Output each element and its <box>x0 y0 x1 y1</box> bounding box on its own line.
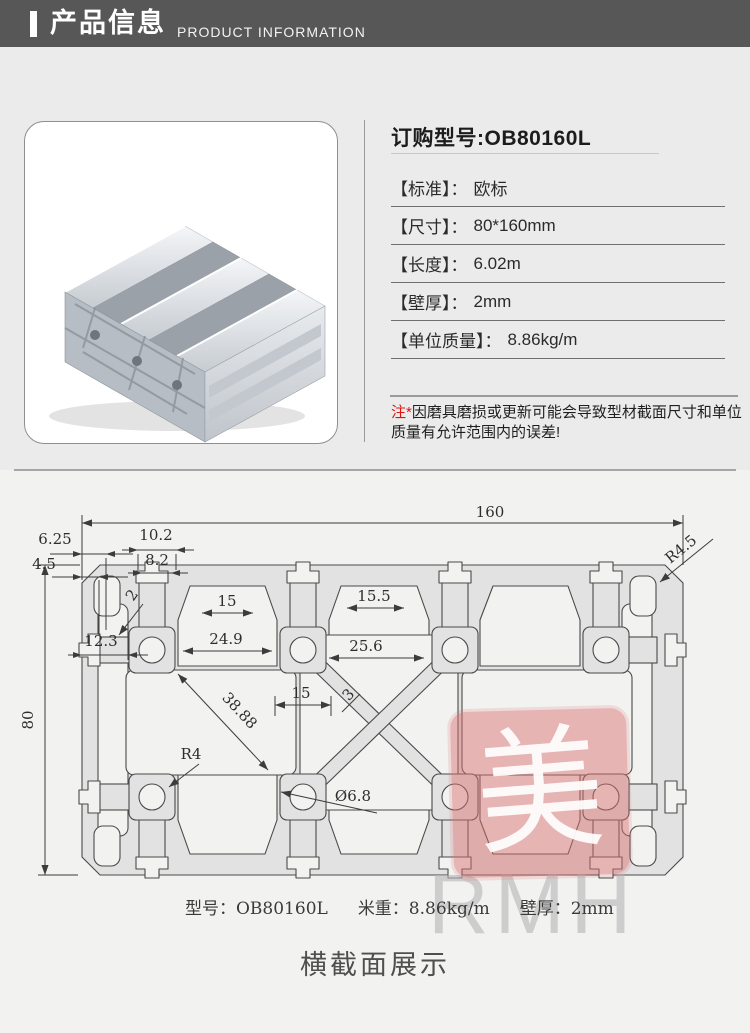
dim-24-9: 24.9 <box>209 630 242 648</box>
profile-outline <box>78 561 687 879</box>
spec-value: 欧标 <box>473 180 508 199</box>
dim-dia-6-8: Ø6.8 <box>335 787 371 805</box>
spec-value: 2mm <box>473 291 512 311</box>
dimension-lines <box>38 515 714 876</box>
product-photo-card <box>24 121 338 444</box>
spec-row-standard: 【标准】： 欧标 <box>391 169 725 207</box>
vertical-divider <box>364 120 365 442</box>
footer-meter-weight: 米重：8.86kg/m <box>357 899 490 919</box>
dim-4-5: 4.5 <box>32 555 56 573</box>
footer-wall-thickness: 壁厚：2mm <box>519 899 614 919</box>
dim-8-2: 8.2 <box>145 551 169 569</box>
footer-model: 型号：OB80160L <box>185 899 328 919</box>
spec-label: 【标准】： <box>391 180 468 199</box>
spec-row-unit-weight: 【单位质量】： 8.86kg/m <box>391 321 725 359</box>
note-divider <box>390 395 738 397</box>
dim-height: 80 <box>19 710 37 729</box>
dim-r4: R4 <box>181 745 202 763</box>
dim-r4-5: R4.5 <box>662 531 701 567</box>
dim-25-6: 25.6 <box>349 637 382 655</box>
spec-table: 【标准】： 欧标 【尺寸】： 80*160mm 【长度】： 6.02m 【壁厚】… <box>391 169 725 359</box>
spec-row-size: 【尺寸】： 80*160mm <box>391 207 725 245</box>
brand-watermark: RMH <box>428 857 638 951</box>
dim-15-top: 15 <box>217 592 236 610</box>
spec-row-wall: 【壁厚】： 2mm <box>391 283 725 321</box>
spec-value: 6.02m <box>473 253 521 273</box>
drawing-footer: 型号：OB80160L 米重：8.86kg/m 壁厚：2mm <box>185 894 644 919</box>
page-subtitle: PRODUCT INFORMATION <box>177 24 366 40</box>
red-seal-watermark: 美 <box>449 707 631 879</box>
dim-6-25: 6.25 <box>38 530 71 548</box>
drawing-caption: 横截面展示 <box>300 950 450 980</box>
dim-10-2: 10.2 <box>139 526 172 544</box>
title-underline <box>391 153 659 154</box>
seal-character: 美 <box>470 709 610 876</box>
spec-value: 8.86kg/m <box>507 329 578 349</box>
tolerance-note: 注*因磨具磨损或更新可能会导致型材截面尺寸和单位质量有允许范围内的误差! <box>391 403 743 443</box>
spec-label: 【尺寸】： <box>391 218 468 237</box>
dim-width: 160 <box>476 503 505 521</box>
section-divider <box>14 469 736 471</box>
dim-15-bottom: 15 <box>291 684 310 702</box>
order-model-title: 订购型号:OB80160L <box>391 127 592 150</box>
product-photo-illustration <box>49 225 326 443</box>
header-accent-bar <box>30 10 37 37</box>
spec-row-length: 【长度】： 6.02m <box>391 245 725 283</box>
note-text: 因磨具磨损或更新可能会导致型材截面尺寸和单位质量有允许范围内的误差! <box>391 404 742 441</box>
section-header: 产品信息 PRODUCT INFORMATION <box>0 0 750 47</box>
spec-value: 80*160mm <box>473 215 556 235</box>
spec-label: 【单位质量】： <box>391 332 502 351</box>
spec-label: 【长度】： <box>391 256 468 275</box>
cross-section-drawing: 160 80 6.25 4.5 10.2 8.2 2 12.3 15 24.9 … <box>19 503 714 879</box>
dim-15-5: 15.5 <box>357 587 390 605</box>
note-prefix: 注* <box>391 404 412 421</box>
spec-label: 【壁厚】： <box>391 294 468 313</box>
page-title: 产品信息 <box>50 8 166 38</box>
dim-12-3: 12.3 <box>84 632 117 650</box>
